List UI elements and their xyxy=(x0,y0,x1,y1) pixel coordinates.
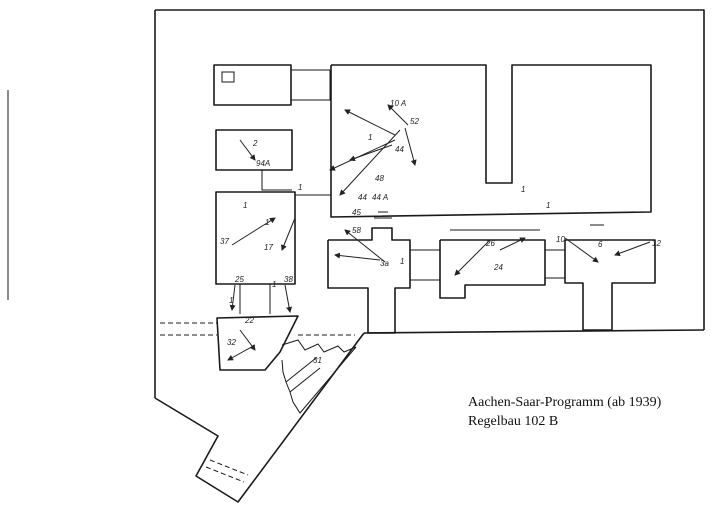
room-label: 24 xyxy=(493,263,503,272)
room-label: 10 xyxy=(556,235,565,244)
room-label: 58 xyxy=(352,226,361,235)
plan-caption: Aachen-Saar-Programm (ab 1939) Regelbau … xyxy=(468,393,661,431)
room-label: 48 xyxy=(375,174,384,183)
corridor-2 xyxy=(545,249,566,279)
room-label: 45 xyxy=(352,208,361,217)
room-lower-left xyxy=(160,315,355,371)
caption-type: Regelbau 102 B xyxy=(468,414,559,429)
room-label: 1 xyxy=(546,201,550,210)
stair-steps xyxy=(281,339,357,414)
room-label: 17 xyxy=(264,243,273,252)
room-label: 44 xyxy=(358,193,367,202)
small-building-top xyxy=(213,64,331,106)
room-label: 12 xyxy=(652,239,661,248)
room-label: 31 xyxy=(313,356,322,365)
room-right-center xyxy=(439,229,546,299)
room-label: 1 xyxy=(272,280,276,289)
room-label: 32 xyxy=(227,338,236,347)
room-label: 22 xyxy=(244,316,254,325)
room-label: 1 xyxy=(368,133,372,142)
room-label: 1 xyxy=(298,183,302,192)
room-label: 1 xyxy=(229,296,233,305)
small-building-middle xyxy=(215,129,293,191)
room-label: 44 A xyxy=(372,193,388,202)
fire-arrows xyxy=(227,104,651,361)
room-label: 44 xyxy=(395,145,404,154)
room-label: 3a xyxy=(380,259,389,268)
room-number-labels: 10 A 52 1 44 2 94A 1 1 48 1 44 45 44 A 1… xyxy=(220,99,661,365)
main-block-upper xyxy=(330,64,652,218)
room-center xyxy=(327,211,411,334)
corridor-1 xyxy=(410,249,441,281)
caption-program: Aachen-Saar-Programm (ab 1939) xyxy=(468,395,662,410)
room-label: 2 xyxy=(252,139,258,148)
room-label: 10 A xyxy=(390,99,406,108)
room-label: 37 xyxy=(220,237,229,246)
room-label: 1 xyxy=(400,257,404,266)
site-boundary xyxy=(7,9,705,503)
room-label: 38 xyxy=(284,275,293,284)
room-label: 1 xyxy=(265,218,269,227)
room-label: 6 xyxy=(598,240,603,249)
room-label: 26 xyxy=(485,239,495,248)
room-label: 94A xyxy=(256,159,270,168)
room-label: 25 xyxy=(234,275,244,284)
room-left xyxy=(215,191,332,314)
room-label: 1 xyxy=(243,201,247,210)
room-label: 1 xyxy=(521,185,525,194)
room-label: 52 xyxy=(410,117,419,126)
room-right xyxy=(564,224,656,331)
